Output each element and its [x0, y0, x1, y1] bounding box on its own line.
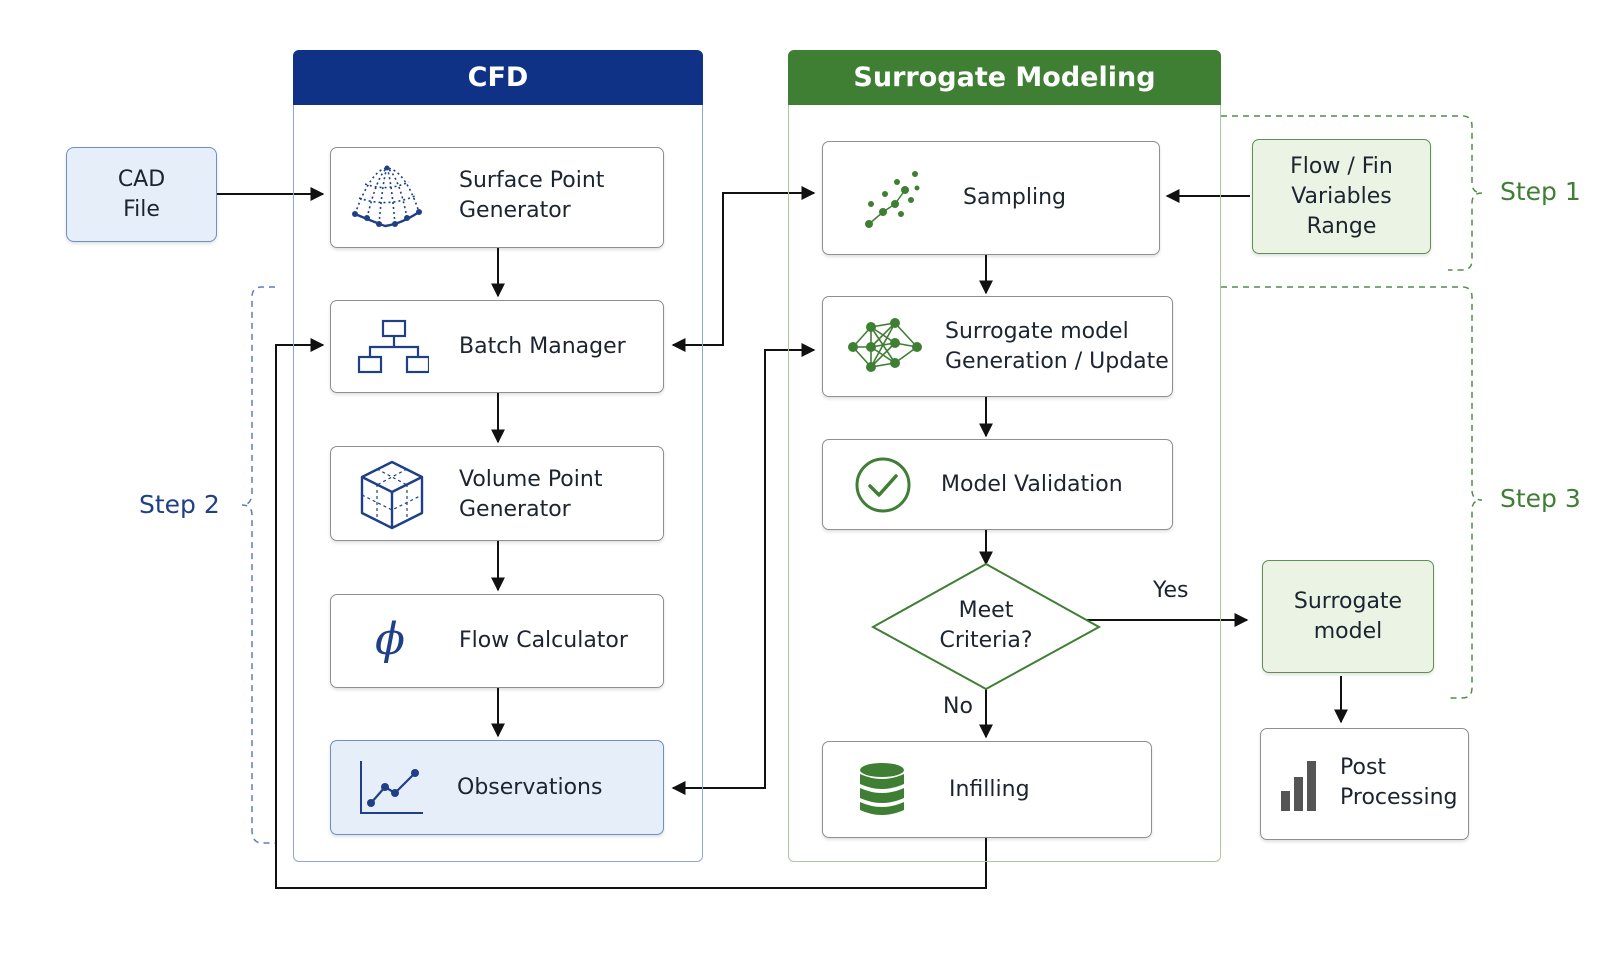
surrogate-generation-node[interactable]: Surrogate model Generation / Update [822, 296, 1173, 397]
flowfin-label-line2: Variables [1291, 183, 1392, 209]
scatter-icon [865, 171, 920, 228]
cfd-panel-title: CFD [293, 50, 703, 105]
no-label: No [943, 694, 973, 719]
volume-label-line1: Volume Point [459, 467, 603, 492]
step2-label: Step 2 [139, 490, 220, 519]
step1-label: Step 1 [1500, 177, 1581, 206]
cfd-panel: CFD [293, 50, 703, 862]
batch-manager-label: Batch Manager [459, 333, 626, 359]
flowfin-label-line3: Range [1306, 213, 1377, 239]
observations-label: Observations [457, 774, 603, 800]
infilling-label: Infilling [949, 776, 1030, 802]
checkmark-circle-icon [855, 457, 911, 513]
infilling-node[interactable]: Infilling [822, 741, 1152, 838]
neural-network-icon [848, 318, 922, 372]
surrogate-panel-title: Surrogate Modeling [788, 50, 1221, 105]
volume-point-generator-node[interactable]: Volume Point Generator [330, 446, 664, 541]
volume-label-line2: Generator [459, 497, 571, 522]
decision-label-line2: Criteria? [939, 628, 1033, 653]
post-label-line1: Post [1340, 755, 1387, 780]
post-processing-node[interactable]: Post Processing [1260, 728, 1469, 840]
cube-icon [360, 460, 424, 530]
step3-label: Step 3 [1500, 484, 1581, 513]
post-label-line2: Processing [1340, 785, 1458, 810]
line-chart-icon [360, 761, 423, 814]
decision-label-line1: Meet [958, 598, 1014, 623]
cad-file-label-line2: File [123, 196, 160, 222]
surface-label-line1: Surface Point [459, 168, 605, 193]
generation-label-line1: Surrogate model [945, 319, 1129, 344]
flow-calculator-node[interactable]: ϕ Flow Calculator [330, 594, 664, 688]
step2-bracket [241, 286, 275, 844]
database-icon [860, 763, 904, 815]
surface-point-generator-node[interactable]: Surface Point Generator [330, 147, 664, 248]
flow-fin-variables-node[interactable]: Flow / Fin Variables Range [1252, 139, 1431, 254]
cad-file-node[interactable]: CAD File [66, 147, 217, 242]
surrogate-panel: Surrogate Modeling [788, 50, 1221, 862]
batch-manager-node[interactable]: Batch Manager [330, 300, 664, 393]
yes-label: Yes [1153, 578, 1189, 603]
observations-node[interactable]: Observations [330, 740, 664, 835]
flow-calculator-label: Flow Calculator [459, 628, 628, 653]
phi-icon: ϕ [375, 614, 405, 665]
surface-mesh-icon [352, 165, 422, 228]
decision-label: Meet Criteria? [901, 596, 1071, 656]
surrogate-model-output-node[interactable]: Surrogate model [1262, 560, 1434, 673]
cad-file-label-line1: CAD [117, 166, 166, 192]
sampling-node[interactable]: Sampling [822, 141, 1160, 255]
generation-label-line2: Generation / Update [945, 349, 1169, 374]
bar-chart-icon [1281, 761, 1316, 811]
sampling-label: Sampling [963, 185, 1066, 210]
model-validation-label: Model Validation [941, 471, 1123, 497]
surface-label-line2: Generator [459, 198, 571, 223]
hierarchy-icon [357, 319, 429, 374]
flowfin-label-line1: Flow / Fin [1290, 153, 1393, 179]
model-validation-node[interactable]: Model Validation [822, 439, 1173, 530]
surrogate-output-line1: Surrogate [1293, 588, 1403, 614]
surrogate-output-line2: model [1313, 618, 1383, 644]
